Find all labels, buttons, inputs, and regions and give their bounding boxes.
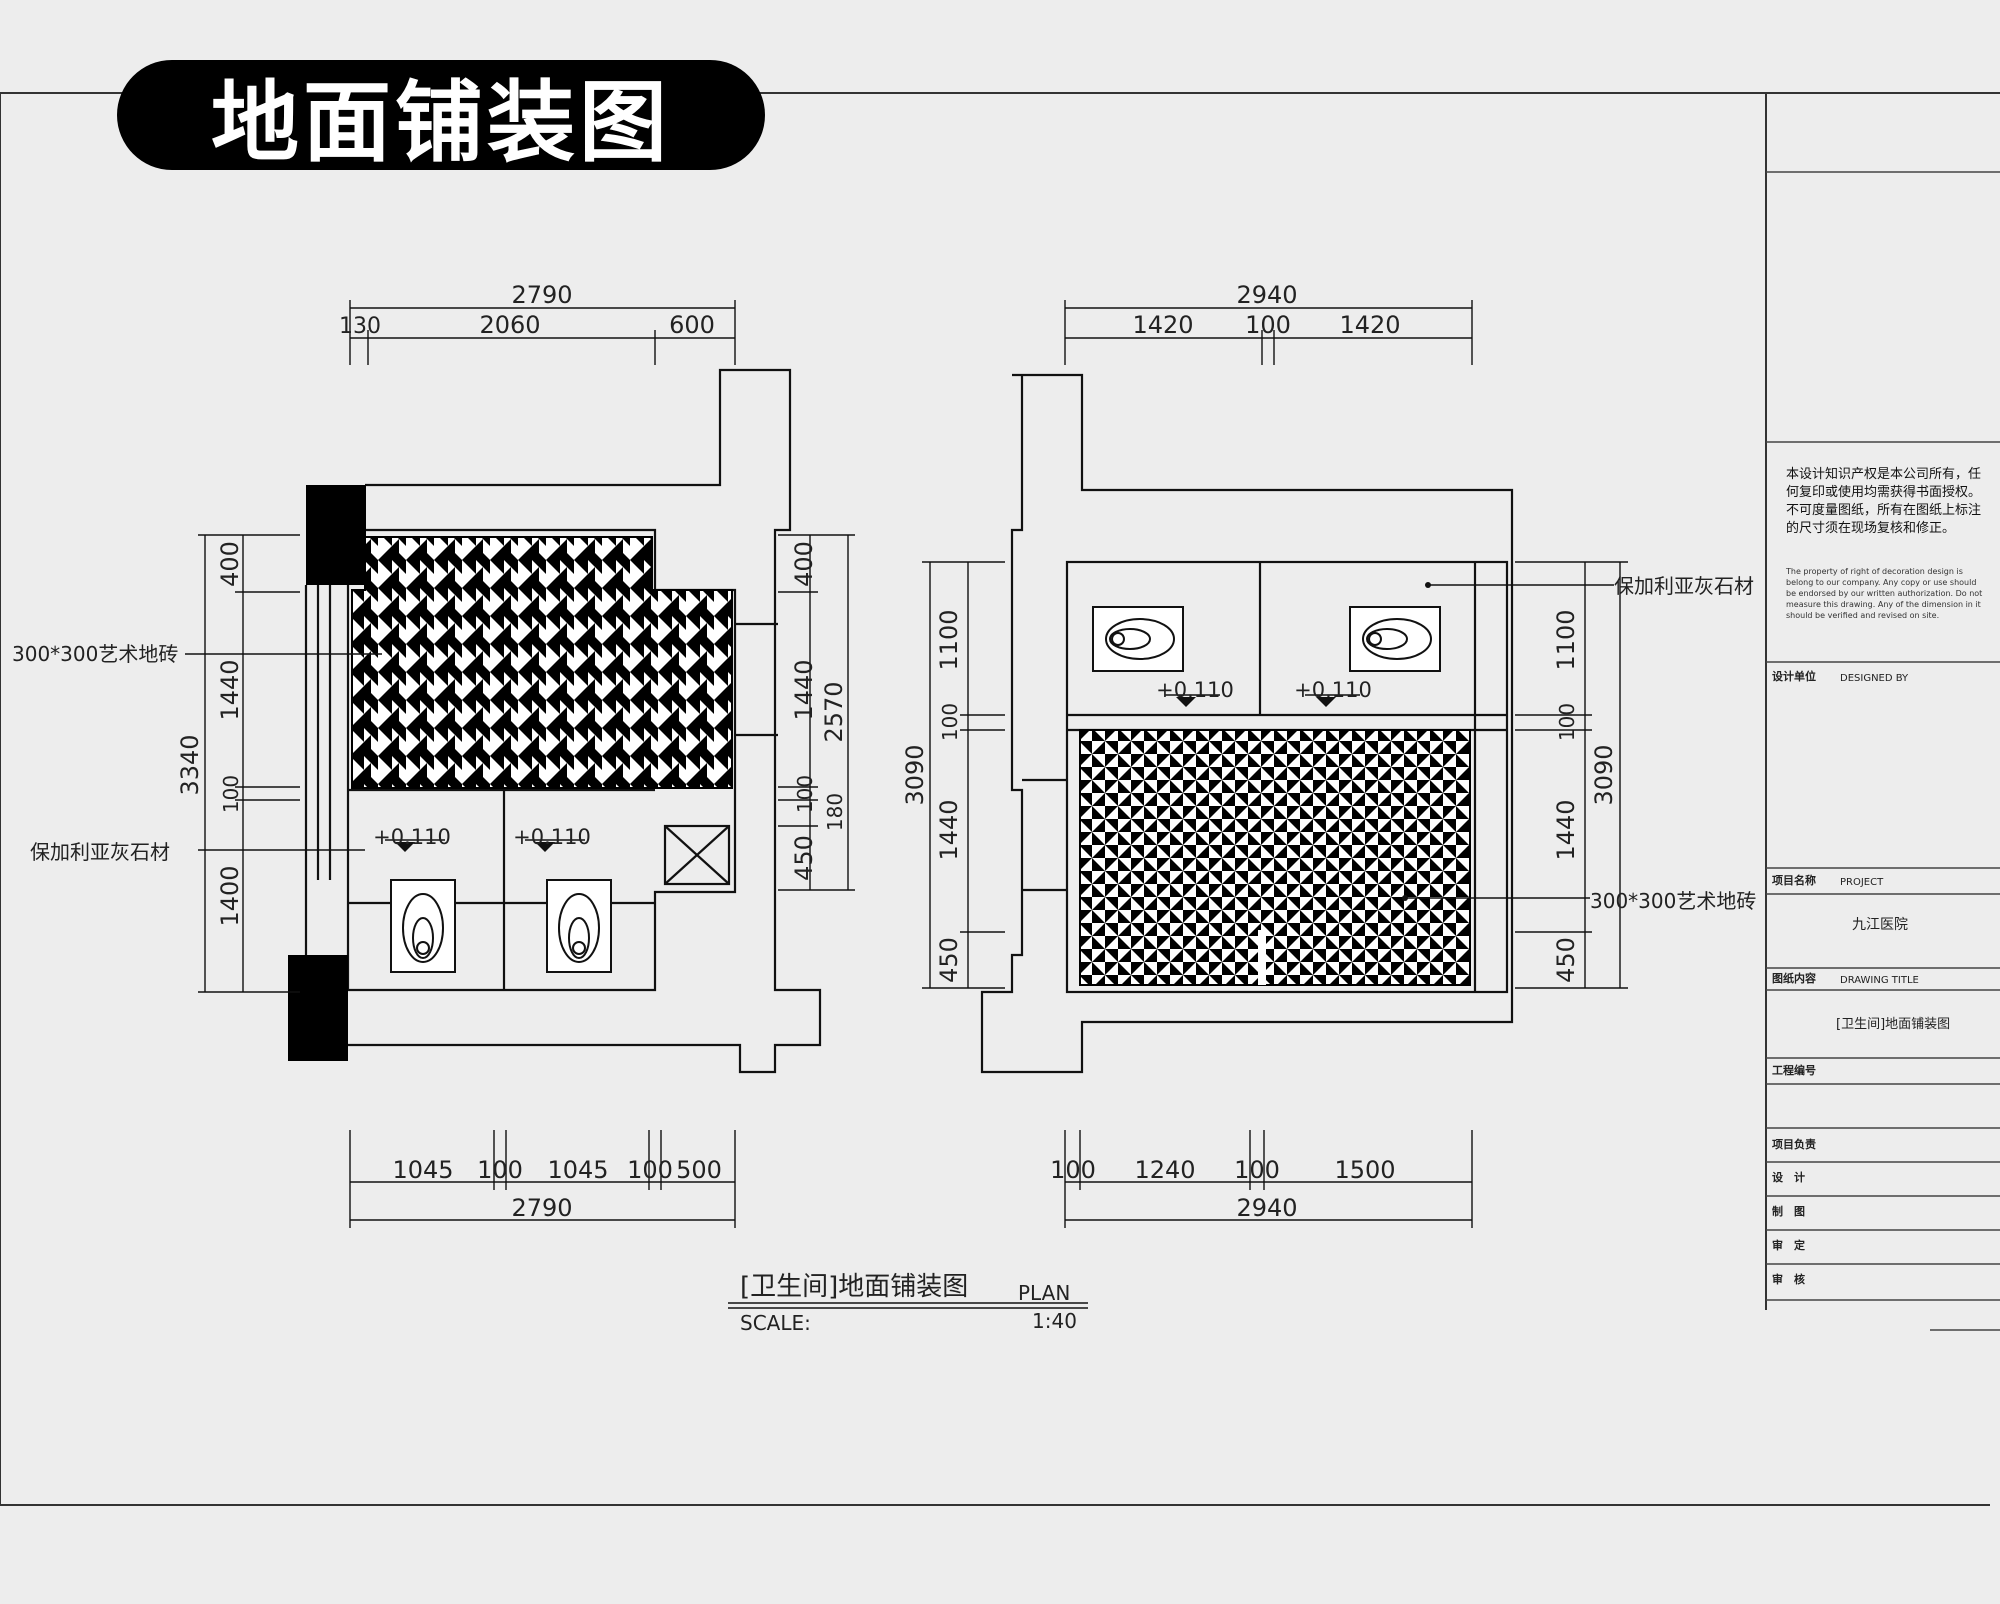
- left-right-total: 2570: [820, 681, 848, 742]
- designed-by-label: 设计单位: [1772, 670, 1816, 683]
- left-bottom-seg-3: 1045: [547, 1156, 608, 1184]
- left-top-seg-3: 600: [669, 311, 715, 339]
- left-right-seg-1: 400: [790, 541, 818, 587]
- right-top-seg-1: 1420: [1132, 311, 1193, 339]
- right-label-tile: 300*300艺术地砖: [1590, 889, 1756, 913]
- right-left-seg-1: 1100: [935, 609, 963, 670]
- right-bottom-seg-3: 100: [1234, 1156, 1280, 1184]
- sign-row-2: 设 计: [1772, 1171, 1805, 1184]
- right-left-seg-3: 1440: [935, 799, 963, 860]
- left-top-seg-1: 130: [339, 314, 381, 339]
- right-right-total: 3090: [1590, 744, 1618, 805]
- left-left-total: 3340: [176, 734, 204, 795]
- right-left-seg-2: 100: [938, 703, 962, 741]
- drawing-title-en: DRAWING TITLE: [1840, 975, 1919, 986]
- right-bottom-total: 2940: [1236, 1194, 1297, 1222]
- scale-value: 1:40: [1032, 1309, 1077, 1333]
- left-label-stone: 保加利亚灰石材: [30, 840, 170, 864]
- right-label-stone: 保加利亚灰石材: [1614, 574, 1754, 598]
- left-bottom-seg-4: 100: [627, 1156, 673, 1184]
- left-label-tile: 300*300艺术地砖: [12, 642, 178, 666]
- right-level-1: +0.110: [1156, 678, 1234, 702]
- right-right-seg-2: 100: [1555, 703, 1579, 741]
- copyright-notes-cn: 本设计知识产权是本公司所有，任何复印或使用均需获得书面授权。不可度量图纸，所有在…: [1786, 467, 1982, 536]
- left-bottom-total: 2790: [511, 1194, 572, 1222]
- sign-row-1: 项目负责: [1772, 1138, 1816, 1151]
- right-level-2: +0.110: [1294, 678, 1372, 702]
- right-bottom-seg-2: 1240: [1134, 1156, 1195, 1184]
- left-bottom-seg-1: 1045: [392, 1156, 453, 1184]
- left-bottom-seg-5: 500: [676, 1156, 722, 1184]
- project-label: 项目名称: [1772, 874, 1816, 887]
- left-right-seg-4: 180: [823, 793, 847, 831]
- right-right-seg-3: 1440: [1552, 799, 1580, 860]
- plan-label: PLAN: [1018, 1281, 1070, 1305]
- left-right-seg-2: 1440: [790, 659, 818, 720]
- right-bottom-seg-1: 100: [1050, 1156, 1096, 1184]
- project-en: PROJECT: [1840, 877, 1884, 888]
- sign-row-4: 审 定: [1772, 1239, 1805, 1252]
- right-left-total: 3090: [901, 744, 929, 805]
- page-title: 地面铺装图: [117, 60, 765, 174]
- left-left-seg-2: 1440: [216, 659, 244, 720]
- right-right-seg-4: 450: [1552, 937, 1580, 983]
- right-right-seg-1: 1100: [1552, 609, 1580, 670]
- left-left-seg-1: 400: [216, 541, 244, 587]
- sign-row-5: 审 核: [1772, 1273, 1805, 1286]
- designed-by-en: DESIGNED BY: [1840, 673, 1909, 684]
- right-bottom-seg-4: 1500: [1334, 1156, 1395, 1184]
- left-level-1: +0.110: [373, 825, 451, 849]
- copyright-notes-en: The property of right of decoration desi…: [1786, 567, 1983, 620]
- scale-label: SCALE:: [740, 1311, 811, 1335]
- right-top-seg-3: 1420: [1339, 311, 1400, 339]
- left-top-total: 2790: [511, 281, 572, 309]
- left-left-seg-4: 1400: [216, 865, 244, 926]
- plan-caption: [卫生间]地面铺装图: [740, 1272, 968, 1302]
- left-bottom-seg-2: 100: [477, 1156, 523, 1184]
- left-level-2: +0.110: [513, 825, 591, 849]
- right-top-total: 2940: [1236, 281, 1297, 309]
- project-name: 九江医院: [1852, 917, 1908, 933]
- job-no-label: 工程编号: [1772, 1064, 1816, 1077]
- left-right-seg-5: 450: [790, 835, 818, 881]
- left-right-seg-3: 100: [793, 775, 817, 813]
- right-left-seg-4: 450: [935, 937, 963, 983]
- left-left-seg-3: 100: [219, 775, 243, 813]
- drawing-title-label: 图纸内容: [1772, 972, 1816, 985]
- left-top-seg-2: 2060: [479, 311, 540, 339]
- sign-row-3: 制 图: [1772, 1205, 1805, 1218]
- right-top-seg-2: 100: [1245, 311, 1291, 339]
- drawing-title: [卫生间]地面铺装图: [1836, 1017, 1951, 1032]
